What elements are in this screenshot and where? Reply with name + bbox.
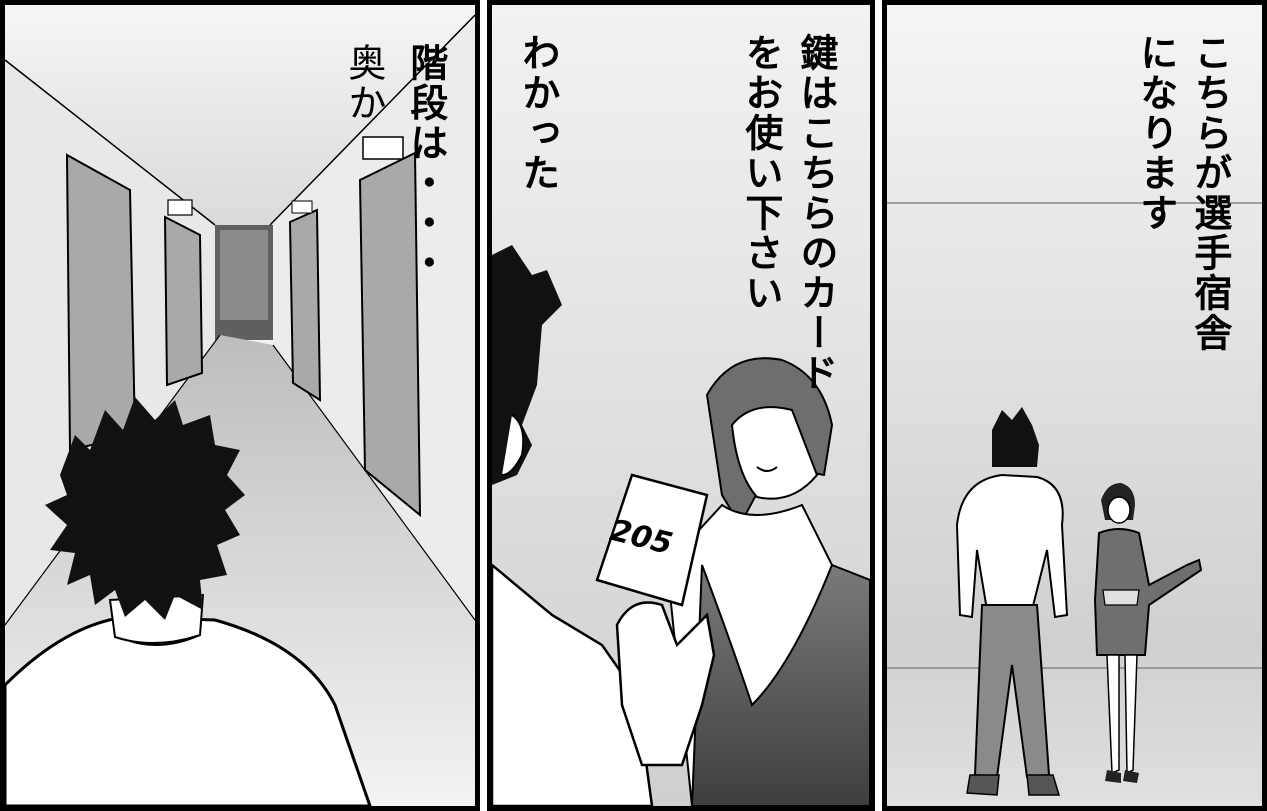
speech-understood: わかった [515,33,560,193]
speech-stairs-line1: 階段は・・・ [403,43,448,283]
speech-key-line1: 鍵はこちらのカード [793,33,838,393]
key-card-scene [492,5,870,806]
speech-stairs-line2: 奥か [341,43,386,123]
speech-key-line2: をお使い下さい [738,33,783,313]
hallway-scene [5,5,475,806]
speech-dorm-line1: こちらが選手宿舎 [1187,33,1232,353]
panel-dormitory: こちらが選手宿舎 になります [882,0,1267,811]
speech-dorm-line2: になります [1133,33,1178,233]
panel-key-card: 205 鍵はこちらのカード をお使い下さい わかった [487,0,875,811]
dormitory-scene [887,5,1262,806]
panel-hallway: 階段は・・・ 奥か [0,0,480,811]
